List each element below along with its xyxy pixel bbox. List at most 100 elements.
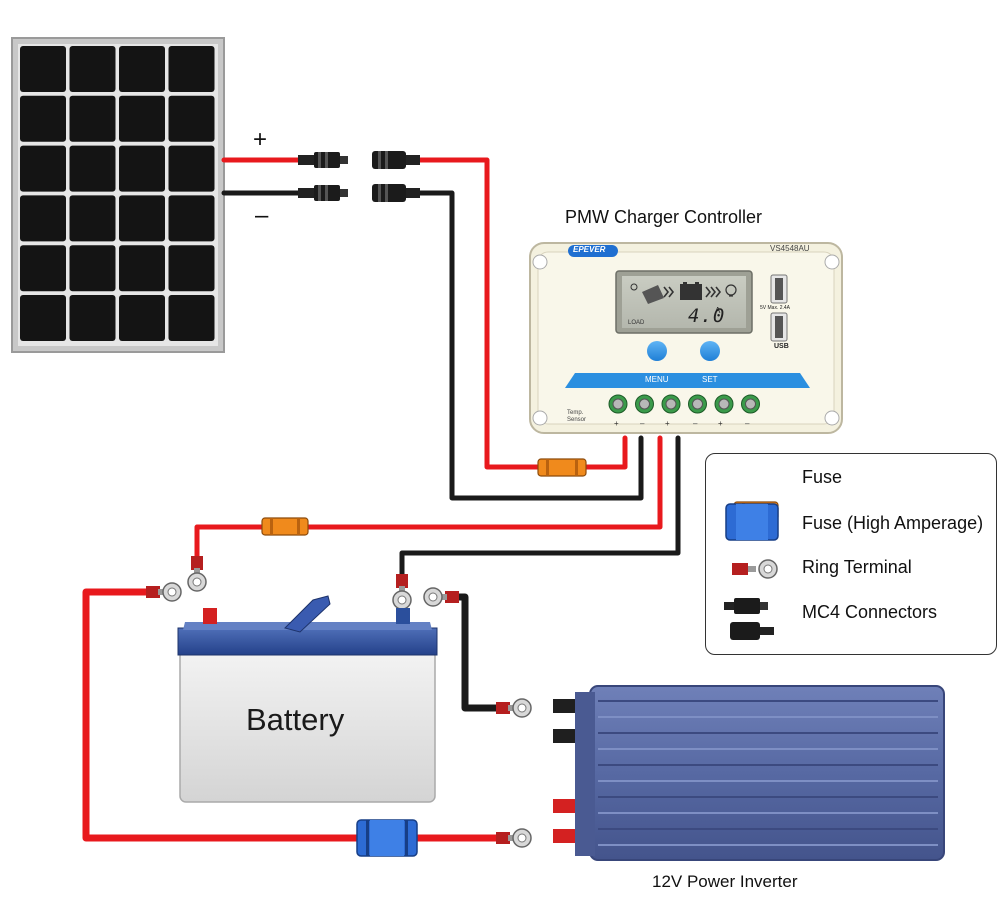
battery-negative-wire — [399, 435, 681, 581]
fuse-icon — [261, 517, 309, 536]
solar-cell — [168, 195, 215, 242]
solar-cell — [20, 195, 66, 242]
power-inverter — [553, 685, 945, 861]
temp-sensor-label: Temp. Sensor — [567, 410, 586, 424]
inverter-fin — [598, 780, 938, 782]
terminal-screw — [635, 394, 654, 414]
battery-lcd-icon — [680, 282, 702, 300]
sun-icon — [630, 283, 638, 291]
legend-high-amp-fuse-label: Fuse (High Amperage) — [802, 513, 984, 533]
solar-cell — [69, 46, 116, 92]
solar-cell — [168, 46, 215, 92]
inverter-negative-wire — [451, 593, 501, 712]
usb-label: USB — [774, 343, 789, 350]
inverter-fin — [598, 844, 938, 846]
solar-cell — [69, 295, 116, 341]
svg-text:+: + — [614, 419, 619, 428]
solar-cell — [119, 245, 165, 292]
solar-cell — [119, 46, 165, 92]
svg-text:–: – — [640, 419, 645, 428]
battery-label: Battery — [246, 702, 345, 737]
battery-positive-wire — [302, 435, 663, 530]
terminal-block — [608, 394, 760, 414]
solar-cell — [168, 295, 215, 341]
panel-positive-wire-2 — [417, 157, 543, 470]
wires — [82, 157, 681, 842]
lcd-load-label: LOAD — [628, 320, 645, 326]
fuse-icon — [537, 458, 587, 477]
legend-ring-terminal-label: Ring Terminal — [802, 557, 912, 577]
bulb-icon — [725, 284, 737, 297]
set-label: SET — [702, 375, 718, 384]
inverter-fin — [598, 716, 938, 718]
panel-negative-wire-2 — [417, 190, 644, 501]
battery-positive-wire-2 — [194, 524, 268, 563]
menu-label: MENU — [645, 375, 669, 384]
usb-spec: 5V Max. 2.4A — [760, 305, 791, 311]
inverter-fin — [598, 828, 938, 830]
inverter-fins — [598, 700, 938, 846]
controller-model: VS4548AU — [770, 244, 810, 253]
ring-terminal-icon — [732, 559, 778, 579]
legend: Fuse Fuse (High Amperage) Ring Terminal … — [705, 453, 997, 655]
inverter-positive-wire — [82, 588, 364, 842]
terminal-screw — [741, 394, 760, 414]
svg-text:+: + — [718, 419, 723, 428]
inverter-fin — [598, 732, 938, 734]
inverter-fin — [598, 812, 938, 814]
solar-cell — [20, 46, 66, 92]
positive-sign: + — [253, 126, 268, 153]
solar-cell — [119, 195, 165, 242]
solar-cell — [119, 145, 165, 192]
controller-pv-positive-wire — [582, 435, 628, 470]
terminal-screw — [661, 394, 681, 414]
solar-panel — [11, 37, 225, 353]
negative-sign: – — [255, 202, 269, 229]
inverter-fin — [598, 748, 938, 750]
inverter-fin — [598, 796, 938, 798]
battery — [177, 595, 438, 803]
terminal-screw — [714, 394, 734, 414]
solar-cell — [69, 145, 116, 192]
mc4-connector-icon — [724, 598, 774, 640]
solar-cell — [20, 145, 66, 192]
solar-cell — [168, 145, 215, 192]
menu-button[interactable] — [647, 341, 667, 361]
high-amperage-fuse-icon — [356, 819, 418, 857]
svg-text:–: – — [693, 419, 698, 428]
temp-label-1: Temp. — [567, 410, 584, 416]
legend-fuse-label: Fuse — [802, 467, 843, 487]
controller-brand: EPEVER — [573, 245, 606, 254]
terminal-screw — [688, 394, 707, 414]
mc4-connectors — [298, 151, 420, 202]
svg-text:–: – — [745, 419, 750, 428]
controller-title: PMW Charger Controller — [565, 207, 763, 227]
inverter-label: 12V Power Inverter — [652, 872, 798, 891]
inverter-fin — [598, 700, 938, 702]
solar-cells — [20, 46, 215, 341]
solar-cell — [168, 95, 215, 142]
solar-cell — [168, 245, 215, 292]
battery-negative-terminal — [396, 608, 410, 624]
solar-cell — [69, 245, 116, 292]
set-button[interactable] — [700, 341, 720, 361]
battery-positive-terminal — [203, 608, 217, 624]
solar-cell — [69, 95, 116, 142]
temp-label-2: Sensor — [567, 417, 587, 423]
inverter-fin — [598, 764, 938, 766]
solar-cell — [20, 245, 66, 292]
arrows-icon — [663, 286, 722, 298]
terminal-screw — [608, 394, 628, 414]
solar-cell — [20, 95, 66, 142]
solar-cell — [119, 295, 165, 341]
high-amperage-fuse-icon — [725, 503, 779, 541]
svg-text:+: + — [665, 419, 670, 428]
lcd-unit: A — [715, 306, 721, 315]
usb-ports — [770, 274, 788, 342]
charge-controller: + – + – + – — [529, 242, 843, 434]
solar-cell — [20, 295, 66, 341]
legend-mc4-label: MC4 Connectors — [802, 602, 938, 622]
lcd-reading: 4.0 — [688, 305, 726, 327]
inverter-terminals — [553, 699, 575, 843]
